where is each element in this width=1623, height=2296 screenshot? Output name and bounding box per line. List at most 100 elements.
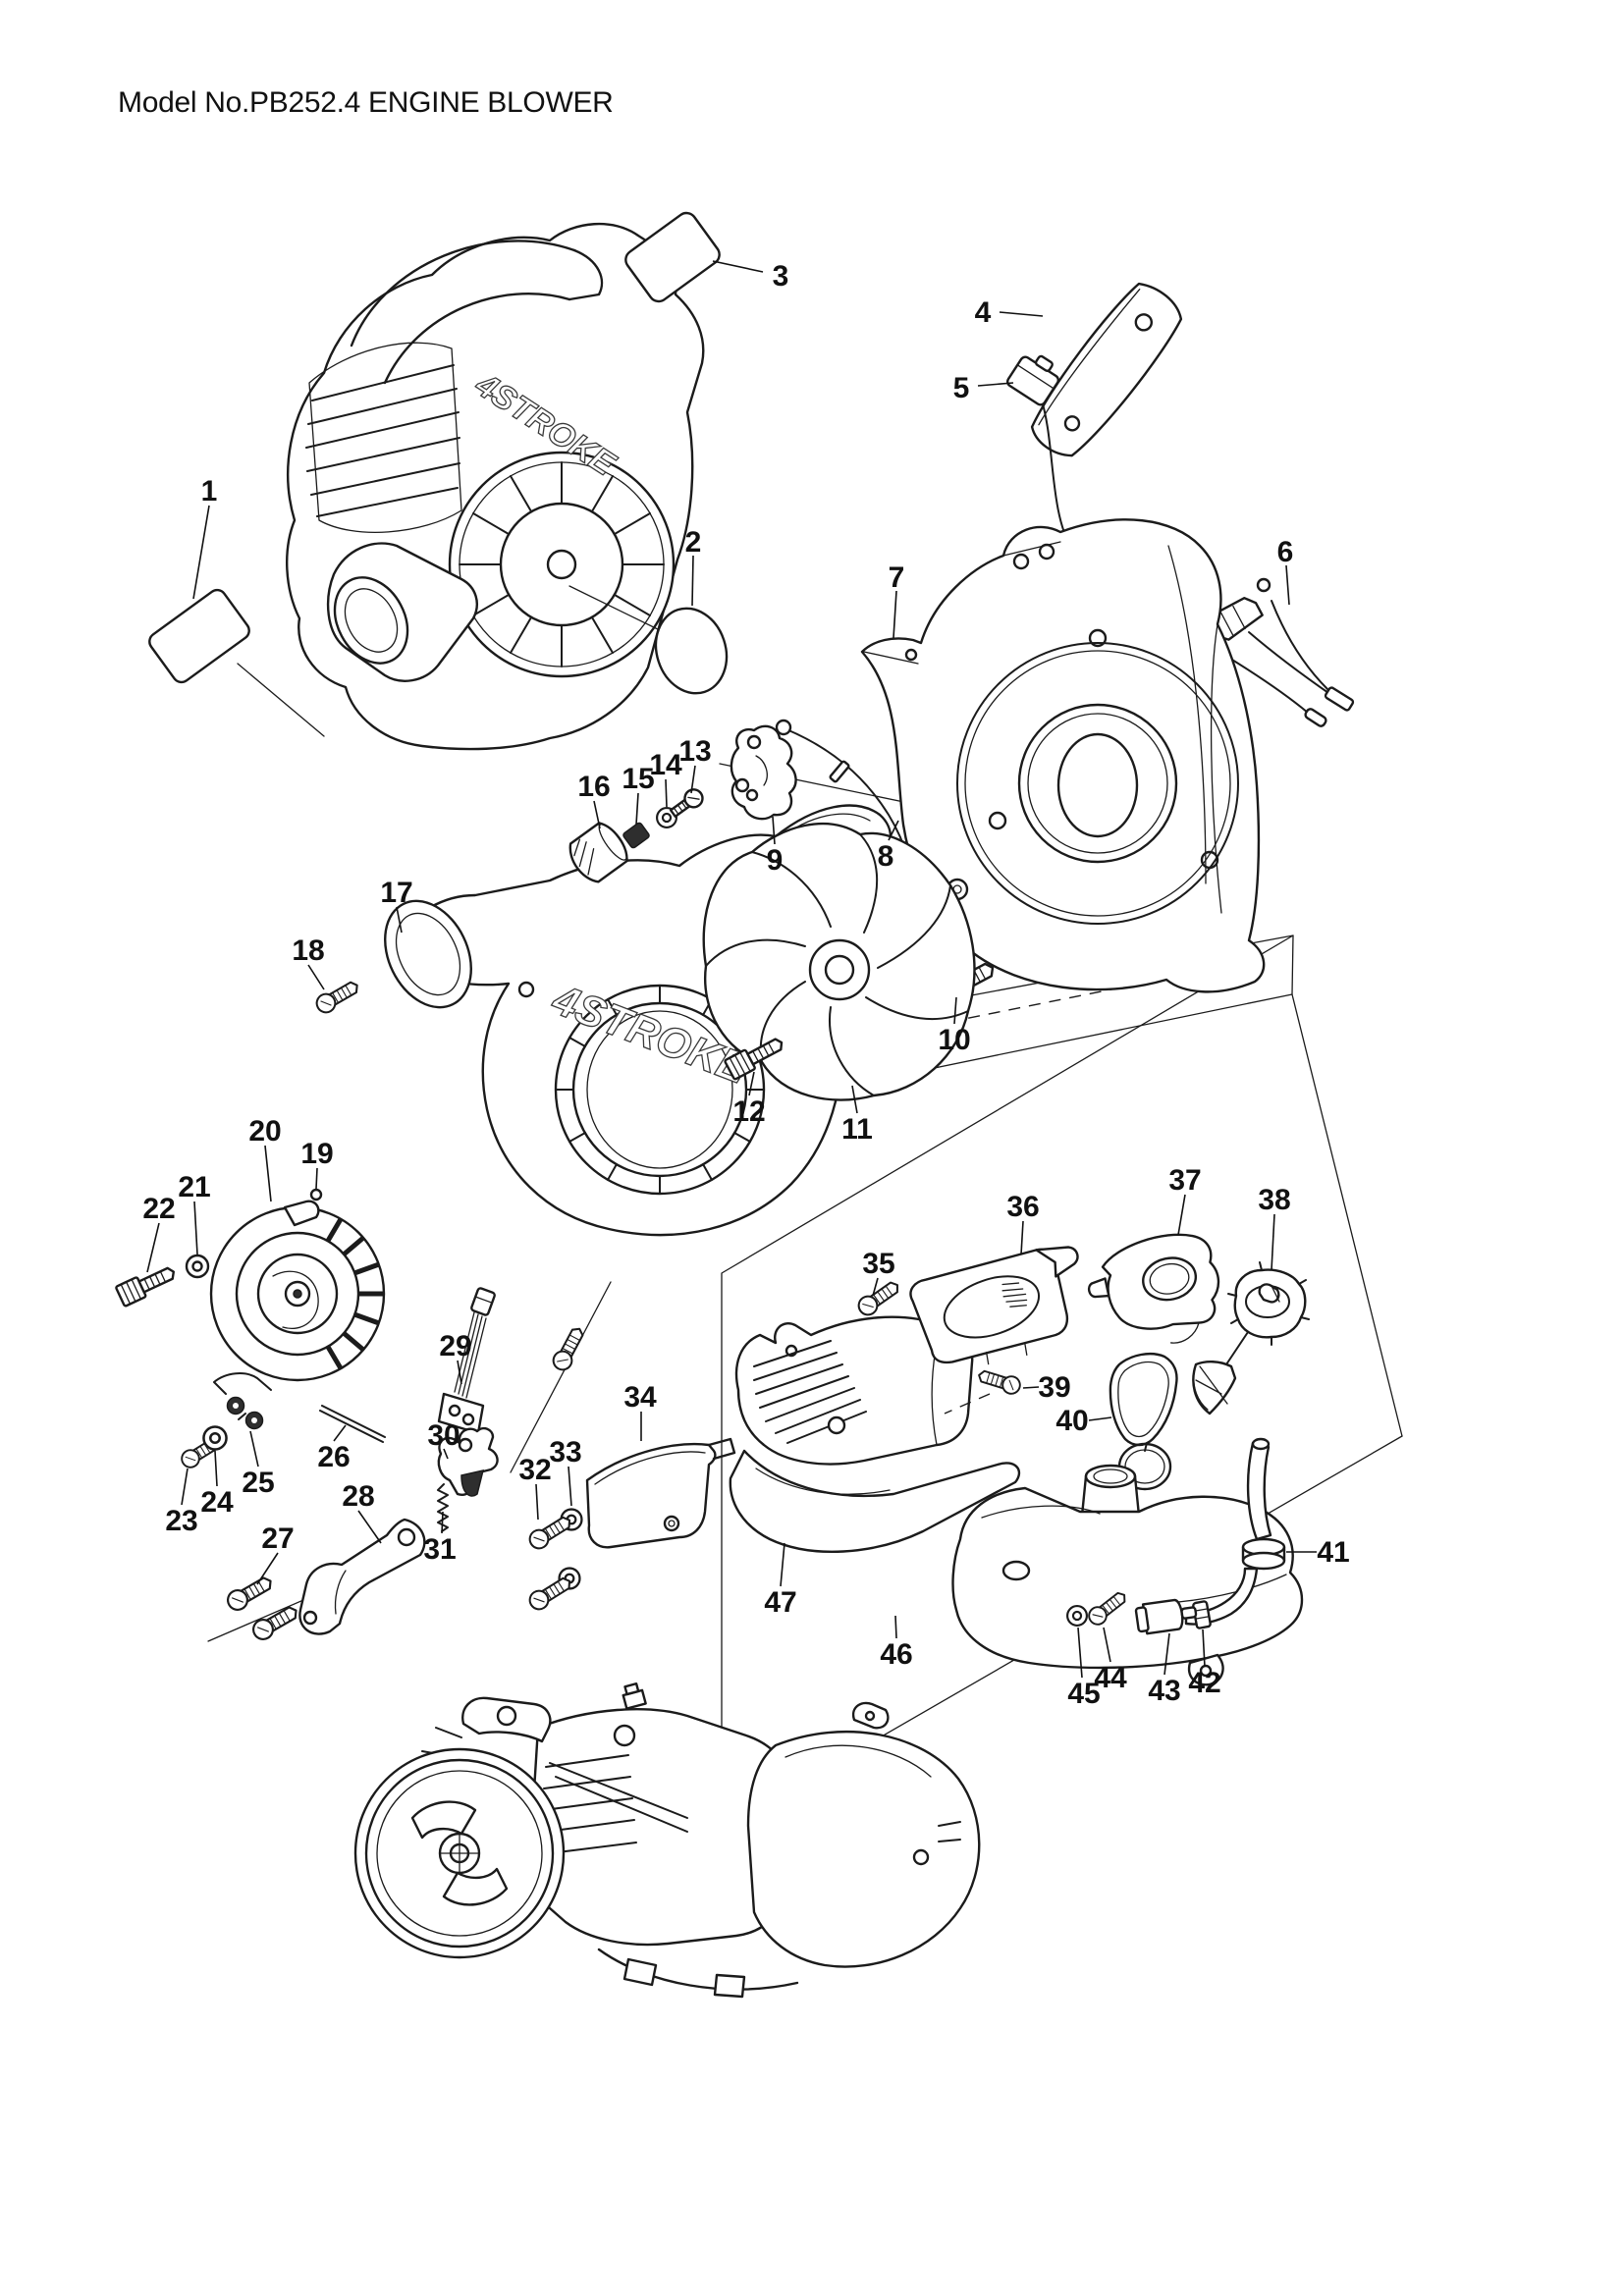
callout-number-33: 33: [549, 1436, 581, 1468]
callout-leader-22: [146, 1222, 160, 1273]
callout-number-47: 47: [764, 1586, 796, 1619]
callout-number-40: 40: [1055, 1405, 1088, 1437]
part-4-handle-grip: [1030, 282, 1183, 457]
part-35-screw: [853, 1276, 904, 1320]
callout-number-9: 9: [767, 844, 784, 877]
part-24-washer: [202, 1425, 228, 1451]
part-45-washer: [1066, 1605, 1088, 1627]
callout-leader-9: [772, 816, 776, 845]
part-26-rod: [319, 1405, 386, 1443]
part-37-air-cleaner-cover: [1087, 1233, 1220, 1344]
callout-leader-20: [264, 1145, 272, 1202]
callout-number-30: 30: [427, 1419, 460, 1452]
part-30-trigger-lever: [437, 1426, 499, 1497]
callout-number-1: 1: [201, 475, 218, 507]
callout-leader-42: [1202, 1629, 1206, 1668]
callout-number-17: 17: [380, 877, 412, 909]
callout-leader-19: [315, 1167, 318, 1190]
callout-number-46: 46: [880, 1638, 912, 1671]
part-6-lead-wires: [1207, 577, 1355, 727]
callout-leader-31: [441, 1511, 444, 1534]
callout-number-21: 21: [178, 1171, 210, 1203]
callout-leader-46: [894, 1615, 897, 1639]
callout-number-28: 28: [342, 1480, 374, 1513]
screw-39-axis: [944, 1393, 991, 1415]
callout-number-7: 7: [889, 561, 905, 594]
callout-number-3: 3: [773, 260, 789, 293]
callout-number-37: 37: [1168, 1164, 1201, 1197]
callout-number-12: 12: [732, 1095, 765, 1128]
callout-leader-35: [872, 1277, 879, 1297]
callout-number-41: 41: [1317, 1536, 1349, 1569]
callout-leader-44: [1103, 1627, 1111, 1663]
callout-number-44: 44: [1094, 1662, 1127, 1694]
callout-leader-13: [690, 765, 696, 794]
part-47-engine-cover: [729, 1315, 1021, 1553]
callout-number-8: 8: [878, 840, 894, 873]
part-43-fuel-filter: [1134, 1598, 1198, 1635]
callout-number-15: 15: [622, 763, 654, 795]
part-39-screw: [975, 1365, 1023, 1397]
callout-number-6: 6: [1277, 536, 1294, 568]
callout-number-19: 19: [300, 1138, 333, 1170]
callout-leader-40: [1088, 1416, 1112, 1421]
part-1-label-sticker: [148, 588, 250, 684]
callout-leader-25: [249, 1430, 259, 1468]
part-13-bolt: [669, 788, 704, 819]
callout-leader-2: [691, 555, 694, 607]
callout-leader-38: [1271, 1213, 1275, 1271]
callout-leader-21: [193, 1201, 198, 1255]
callout-number-13: 13: [678, 735, 711, 768]
part-16-cap: [568, 822, 628, 883]
part-32-screw-a: [525, 1511, 575, 1553]
callout-number-10: 10: [938, 1024, 970, 1056]
part-36-cover: [909, 1246, 1079, 1365]
part-3-caution-sticker: [624, 211, 721, 303]
callout-number-32: 32: [518, 1454, 551, 1486]
callout-number-20: 20: [248, 1115, 281, 1148]
callout-number-16: 16: [577, 771, 610, 803]
part-40-gasket: [1109, 1353, 1178, 1491]
part-27-screw-a: [223, 1571, 277, 1615]
callout-leader-16: [593, 800, 601, 829]
part-29-throttle-rod: [437, 1287, 496, 1435]
callout-leader-30: [443, 1448, 449, 1460]
callout-leader-47: [780, 1542, 785, 1587]
part-9-swivel-bracket: [730, 724, 797, 821]
callout-number-26: 26: [317, 1441, 350, 1473]
callout-number-45: 45: [1067, 1678, 1100, 1710]
callout-leader-45: [1077, 1627, 1083, 1679]
callout-leader-12: [748, 1071, 755, 1096]
callout-leader-6: [1285, 564, 1290, 606]
callout-leader-28: [357, 1510, 382, 1544]
part-19-pin: [309, 1188, 323, 1201]
part-28-bracket: [298, 1518, 426, 1635]
callout-number-22: 22: [142, 1193, 175, 1225]
part-34-cover-plate: [585, 1437, 736, 1549]
callout-number-2: 2: [685, 526, 702, 559]
callout-leader-3: [712, 260, 764, 273]
engine-assembly-drawing: [353, 1682, 981, 1999]
callout-leader-39: [1022, 1386, 1040, 1389]
callout-leader-5: [977, 382, 1014, 387]
housing-mount-screw: [549, 1323, 589, 1374]
callout-number-14: 14: [649, 749, 682, 781]
callout-number-39: 39: [1038, 1371, 1070, 1404]
callout-leader-32: [535, 1483, 539, 1521]
callout-leader-24: [214, 1450, 218, 1487]
part-46-fuel-tank: [951, 1464, 1304, 1686]
callout-leader-14: [665, 778, 668, 808]
callout-leader-43: [1163, 1632, 1170, 1676]
part-22-bolt: [114, 1260, 180, 1308]
callout-leader-10: [953, 996, 957, 1025]
callout-number-35: 35: [862, 1248, 894, 1280]
complete-assembly-drawing: 4STROKE: [148, 211, 729, 751]
callout-leader-7: [893, 590, 897, 639]
callout-number-4: 4: [975, 296, 992, 329]
callout-leader-27: [256, 1552, 279, 1585]
callout-leader-23: [181, 1468, 189, 1506]
callout-number-31: 31: [423, 1533, 456, 1566]
callout-leader-37: [1177, 1194, 1186, 1236]
callout-number-36: 36: [1006, 1191, 1039, 1223]
